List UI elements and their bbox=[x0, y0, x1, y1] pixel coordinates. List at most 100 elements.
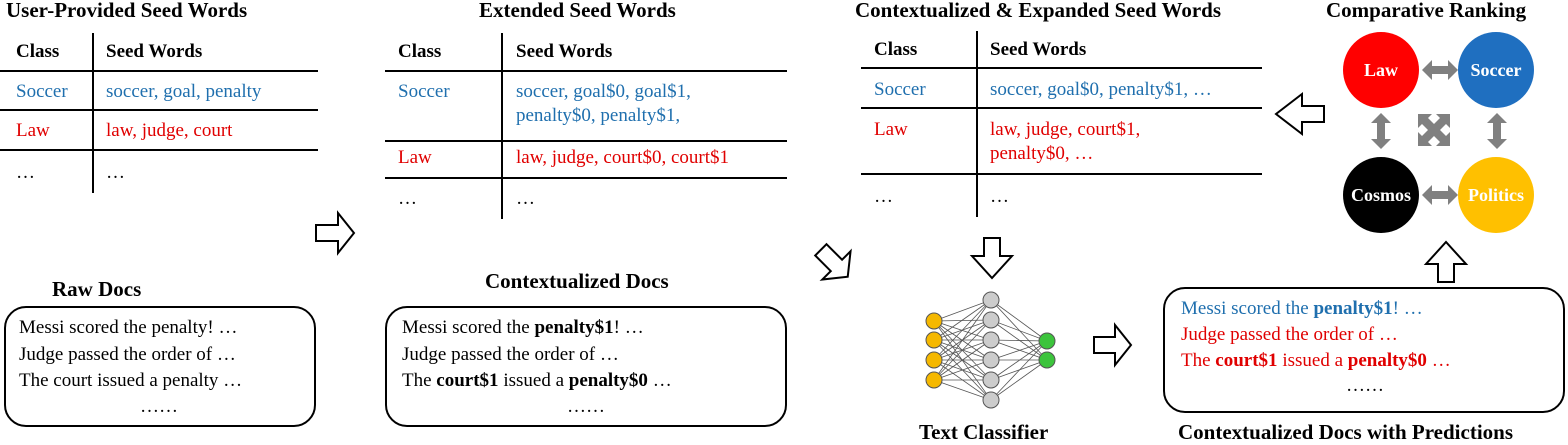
panel2-class-law: Law bbox=[398, 147, 432, 168]
nn-connection bbox=[933, 379, 992, 401]
pred-doc-token: penalty$1 bbox=[1313, 298, 1393, 319]
ctx-doc-token: penalty$1 bbox=[534, 317, 614, 338]
output-neuron bbox=[1038, 351, 1056, 369]
cross-arrows-icon bbox=[1418, 114, 1450, 146]
ctx-doc-text: … bbox=[647, 370, 672, 391]
ctx-docs-title: Contextualized Docs bbox=[485, 269, 669, 293]
panel2-rule bbox=[385, 177, 787, 179]
panel2-header-class: Class bbox=[398, 41, 442, 62]
nn-connection bbox=[933, 319, 992, 381]
hidden-neuron bbox=[982, 371, 1000, 389]
node-politics: Politics bbox=[1458, 157, 1534, 233]
ctx-docs-box bbox=[385, 306, 787, 427]
down-arrow-icon bbox=[969, 237, 1015, 280]
double-arrow-icon bbox=[1371, 113, 1391, 149]
nn-connection bbox=[933, 299, 992, 361]
panel3-divider bbox=[976, 31, 978, 217]
hidden-neuron bbox=[982, 311, 1000, 329]
right-arrow-icon bbox=[315, 210, 356, 256]
pred-doc-line-law: Judge passed the order of … bbox=[1181, 324, 1398, 345]
panel2-seeds-more: … bbox=[516, 188, 535, 209]
double-arrow-icon bbox=[1422, 60, 1458, 80]
panel1-class-law: Law bbox=[16, 120, 50, 141]
nn-connection bbox=[990, 319, 1048, 361]
raw-docs-title: Raw Docs bbox=[52, 277, 142, 301]
raw-doc-line: The court issued a penalty … bbox=[19, 370, 243, 391]
panel1-rule bbox=[0, 109, 318, 111]
pred-doc-line-soccer: Messi scored the penalty$1! … bbox=[1181, 295, 1423, 323]
panel2-class-more: … bbox=[398, 188, 417, 209]
panel1-divider bbox=[92, 33, 94, 193]
node-law: Law bbox=[1343, 32, 1419, 108]
panel3-header-class: Class bbox=[874, 39, 918, 60]
ctx-doc-text: The bbox=[402, 370, 437, 391]
node-cosmos-label: Cosmos bbox=[1350, 184, 1411, 205]
raw-docs-box bbox=[4, 306, 316, 427]
panel2-seeds-soccer-1: soccer, goal$0, goal$1, bbox=[516, 81, 691, 102]
raw-doc-line: Messi scored the penalty! … bbox=[19, 317, 238, 338]
panel3-seeds-more: … bbox=[990, 186, 1009, 207]
right-arrow-icon bbox=[1093, 322, 1133, 368]
panel3-seeds-law-1: law, judge, court$1, bbox=[990, 119, 1141, 140]
nn-connection bbox=[990, 359, 1048, 401]
node-politics-label: Politics bbox=[1468, 184, 1524, 205]
panel1-seeds-more: … bbox=[106, 162, 125, 183]
pred-doc-token: court$1 bbox=[1215, 350, 1278, 371]
nn-connection bbox=[933, 299, 992, 322]
panel3-rule bbox=[861, 173, 1262, 175]
ctx-doc-token: court$1 bbox=[436, 370, 499, 391]
hidden-neuron bbox=[982, 291, 1000, 309]
ranking-title: Comparative Ranking bbox=[1326, 0, 1527, 22]
panel2-title: Extended Seed Words bbox=[479, 0, 676, 22]
nn-connection bbox=[990, 340, 1048, 361]
panel1-header-class: Class bbox=[16, 41, 60, 62]
panel1-seeds-soccer: soccer, goal, penalty bbox=[106, 81, 262, 102]
panel3-rule bbox=[861, 67, 1262, 69]
pred-doc-text: The bbox=[1181, 350, 1216, 371]
nn-connection bbox=[990, 339, 1048, 361]
nn-connection bbox=[933, 320, 992, 401]
nn-connection bbox=[990, 299, 1048, 361]
hidden-neuron bbox=[982, 391, 1000, 409]
panel2-seeds-soccer-2: penalty$0, penalty$1, bbox=[516, 105, 681, 126]
panel1-class-more: … bbox=[16, 162, 35, 183]
pred-docs-box bbox=[1163, 287, 1565, 413]
ctx-doc-line: …… bbox=[567, 396, 605, 417]
ctx-doc-token: penalty$0 bbox=[568, 370, 648, 391]
node-soccer-label: Soccer bbox=[1470, 59, 1522, 80]
pred-doc-text: … bbox=[1426, 350, 1451, 371]
nn-connection bbox=[933, 299, 992, 381]
panel3-class-law: Law bbox=[874, 119, 908, 140]
pred-doc-text: Messi scored the bbox=[1181, 298, 1314, 319]
panel3-rule bbox=[861, 107, 1262, 109]
nn-connection bbox=[990, 339, 1048, 342]
raw-doc-line: …… bbox=[140, 396, 178, 417]
panel1-class-soccer: Soccer bbox=[16, 81, 68, 102]
pred-docs-title: Contextualized Docs with Predictions bbox=[1178, 420, 1514, 444]
pred-doc-line-law: The court$1 issued a penalty$0 … bbox=[1181, 347, 1451, 375]
diagonal-arrow-icon bbox=[813, 242, 852, 281]
panel2-seeds-law: law, judge, court$0, court$1 bbox=[516, 147, 729, 168]
up-arrow-icon bbox=[1423, 240, 1469, 283]
input-neuron bbox=[925, 312, 943, 330]
ctx-doc-line: Messi scored the penalty$1! … bbox=[402, 314, 644, 342]
panel3-class-soccer: Soccer bbox=[874, 79, 926, 100]
panel1-title: User-Provided Seed Words bbox=[6, 0, 248, 22]
pred-doc-text: ! … bbox=[1392, 298, 1423, 319]
panel3-header-seeds: Seed Words bbox=[990, 39, 1087, 60]
nn-connection bbox=[990, 319, 1048, 342]
panel2-divider bbox=[501, 33, 503, 219]
nn-connection bbox=[933, 339, 992, 381]
panel1-rule bbox=[0, 149, 318, 151]
hidden-neuron bbox=[982, 331, 1000, 349]
double-arrow-icon bbox=[1487, 113, 1507, 149]
output-neuron bbox=[1038, 332, 1056, 350]
panel1-seeds-law: law, judge, court bbox=[106, 120, 233, 141]
ctx-doc-text: issued a bbox=[498, 370, 569, 391]
nn-connection bbox=[990, 299, 1048, 342]
nn-connection bbox=[933, 299, 992, 341]
nn-connection bbox=[933, 319, 992, 322]
nn-connection bbox=[990, 340, 1048, 401]
